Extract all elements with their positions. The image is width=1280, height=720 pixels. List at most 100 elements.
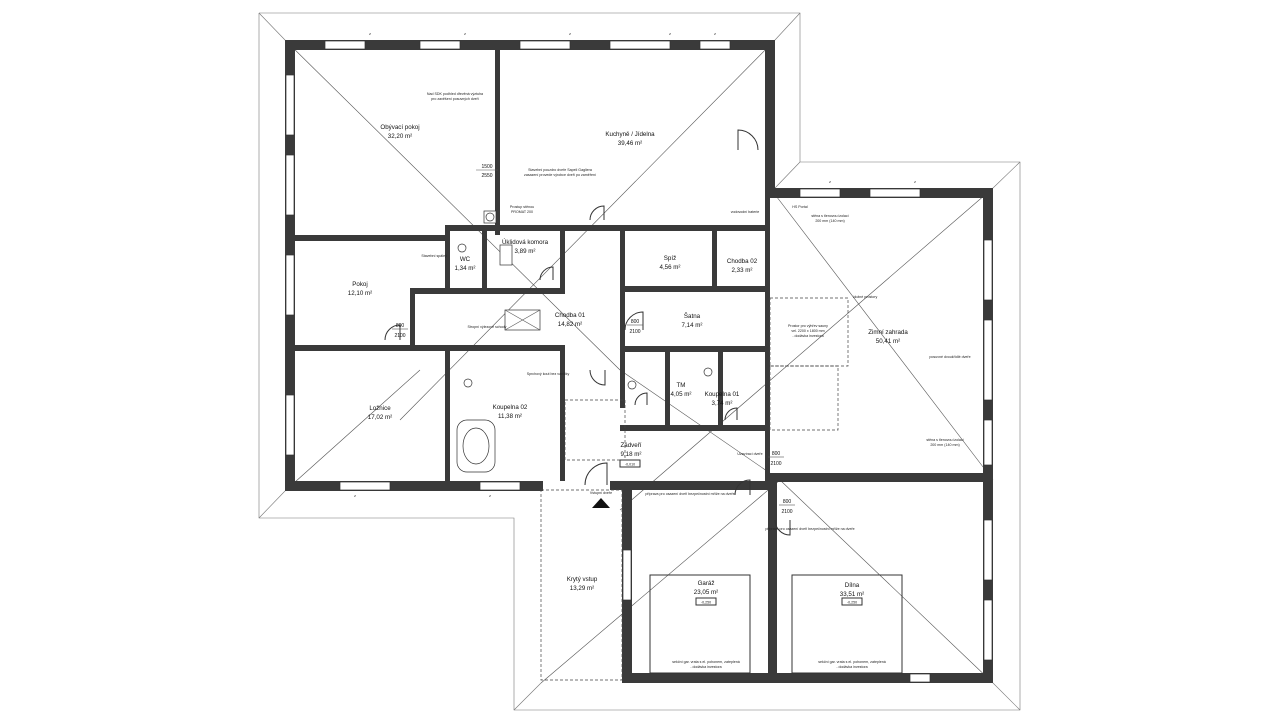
room-name: WC (460, 256, 471, 263)
room-labels: Obývací pokoj 32,20 m² Kuchyně / Jídelna… (348, 124, 909, 598)
svg-text:sekční gar. vrata s el. pohone: sekční gar. vrata s el. pohonem, zateple… (818, 660, 886, 664)
svg-text:z: z (369, 32, 371, 36)
svg-text:z: z (829, 180, 831, 184)
svg-text:vel. 2200 x 1800 mm: vel. 2200 x 1800 mm (791, 329, 824, 333)
room-name: Úklidová komora (502, 239, 549, 246)
room-name: Chodba 02 (727, 258, 758, 265)
svg-text:- dodávka investora: - dodávka investora (690, 665, 721, 669)
room-area: 14,82 m² (558, 321, 582, 328)
room-area: 4,05 m² (671, 391, 692, 398)
svg-text:z: z (354, 494, 356, 498)
room-area: 3,74 m² (712, 400, 733, 407)
inner-walls (295, 50, 770, 482)
svg-text:200 mm (140 mm): 200 mm (140 mm) (930, 443, 959, 447)
svg-text:800: 800 (783, 499, 792, 505)
room-name: Šatna (684, 313, 701, 320)
toilet-icon (457, 243, 467, 253)
svg-text:příprava pro osazení dveří bez: příprava pro osazení dveří bezpečnostní … (645, 492, 734, 496)
room-name: Obývací pokoj (380, 124, 419, 131)
svg-text:Stavební spáleji: Stavební spáleji (421, 254, 447, 258)
svg-text:2100: 2100 (770, 461, 781, 467)
svg-text:1500: 1500 (481, 164, 492, 170)
svg-text:Prostor pro výhřev sauny: Prostor pro výhřev sauny (788, 324, 828, 328)
svg-text:z: z (714, 32, 716, 36)
svg-text:200 mm (140 mm): 200 mm (140 mm) (815, 219, 844, 223)
svg-text:z: z (669, 32, 671, 36)
svg-text:2100: 2100 (394, 333, 405, 339)
svg-text:800: 800 (396, 323, 405, 329)
room-area: 50,41 m² (876, 338, 900, 345)
svg-text:sekční gar. vrata s el. pohone: sekční gar. vrata s el. pohonem, zateple… (672, 660, 740, 664)
windows (285, 40, 993, 683)
svg-text:z: z (569, 32, 571, 36)
room-area: 4,56 m² (660, 264, 681, 271)
svg-text:Sprchový kout bez vaničky: Sprchový kout bez vaničky (527, 372, 570, 376)
room-name: Zádveří (621, 442, 642, 449)
room-area: 7,14 m² (682, 322, 703, 329)
fixtures (456, 210, 713, 473)
svg-text:2550: 2550 (481, 173, 492, 179)
room-name: Krytý vstup (567, 576, 598, 583)
room-name: Chodba 01 (555, 312, 586, 319)
room-area: 13,29 m² (570, 585, 594, 592)
room-area: 33,51 m² (840, 591, 864, 598)
window-symbol-icon: z z z z z z z z z (354, 32, 916, 498)
svg-text:příprava pro osazení dveří bez: příprava pro osazení dveří bezpečnostní … (765, 527, 854, 531)
room-area: 17,02 m² (368, 414, 392, 421)
room-name: Garáž (698, 580, 715, 587)
room-area: 3,89 m² (515, 248, 536, 255)
room-area: 12,10 m² (348, 290, 372, 297)
svg-text:Nad SDK podhled dřevěná výztuh: Nad SDK podhled dřevěná výztuha (427, 92, 483, 96)
svg-text:z: z (464, 32, 466, 36)
room-name: Koupelna 01 (705, 391, 740, 398)
svg-text:stěna s tlenovou izolací: stěna s tlenovou izolací (926, 438, 963, 442)
dimension-labels: 1500 2550 800 2100 800 2100 800 2100 800… (392, 164, 795, 515)
room-area: 9,18 m² (621, 451, 642, 458)
room-area: 32,20 m² (388, 133, 412, 140)
svg-text:-0,010: -0,010 (625, 463, 635, 467)
svg-text:posuvné dvoukřídlé dveře: posuvné dvoukřídlé dveře (929, 355, 970, 359)
svg-text:PROMAT 200: PROMAT 200 (511, 210, 533, 214)
room-name: Kuchyně / Jídelna (605, 131, 655, 138)
svg-text:800: 800 (631, 319, 640, 325)
svg-text:Uzavírací dveře: Uzavírací dveře (737, 452, 762, 456)
svg-text:vodovodní baterie: vodovodní baterie (731, 210, 760, 214)
svg-text:Vstupní dveře: Vstupní dveře (590, 491, 612, 495)
svg-text:Stropní výlezové schody: Stropní výlezové schody (468, 325, 507, 329)
svg-text:pro zavěšení posuvných dveří: pro zavěšení posuvných dveří (431, 97, 479, 101)
roof-ridges (284, 39, 994, 684)
svg-text:- dodávka investora: - dodávka investora (792, 334, 823, 338)
svg-text:800: 800 (772, 451, 781, 457)
room-area: 11,38 m² (498, 413, 522, 420)
room-area: 23,05 m² (694, 589, 718, 596)
room-name: Dílna (845, 582, 860, 589)
room-name: Pokoj (352, 281, 367, 288)
room-name: Ložnice (369, 405, 391, 412)
svg-text:- dodávka investora: - dodávka investora (836, 665, 867, 669)
level-markers: -0,010 -0,250 -0,250 (619, 459, 863, 606)
svg-text:stěna s tlenovou izolací: stěna s tlenovou izolací (811, 214, 848, 218)
svg-text:2100: 2100 (629, 329, 640, 335)
svg-text:z: z (914, 180, 916, 184)
room-name: Zimní zahrada (868, 329, 908, 336)
room-name: Spíž (664, 255, 676, 262)
svg-text:Prostup stěnou: Prostup stěnou (510, 205, 534, 209)
garage-door-frames (649, 574, 903, 674)
room-area: 1,34 m² (455, 265, 476, 272)
room-area: 39,46 m² (618, 140, 642, 147)
door-swings (384, 129, 791, 536)
annotations: Nad SDK podhled dřevěná výztuha pro zavě… (421, 92, 970, 669)
room-name: Koupelna 02 (493, 404, 528, 411)
svg-text:úložné prostory: úložné prostory (853, 295, 878, 299)
roof-outline (258, 12, 1021, 711)
entry-arrow-icon (592, 498, 610, 508)
svg-text:zasazení provede výrobce dveří: zasazení provede výrobce dveří po zaměře… (524, 173, 596, 177)
room-area: 2,33 m² (732, 267, 753, 274)
svg-text:HS Portal: HS Portal (792, 205, 808, 209)
svg-text:-0,250: -0,250 (847, 601, 857, 605)
svg-text:Stavební pouzdro dveře Sapeli: Stavební pouzdro dveře Sapeli Gagliera (528, 168, 592, 172)
dashed-zones (540, 297, 849, 681)
room-name: TM (677, 382, 686, 389)
door-swing-icon (737, 129, 759, 151)
svg-text:z: z (489, 494, 491, 498)
